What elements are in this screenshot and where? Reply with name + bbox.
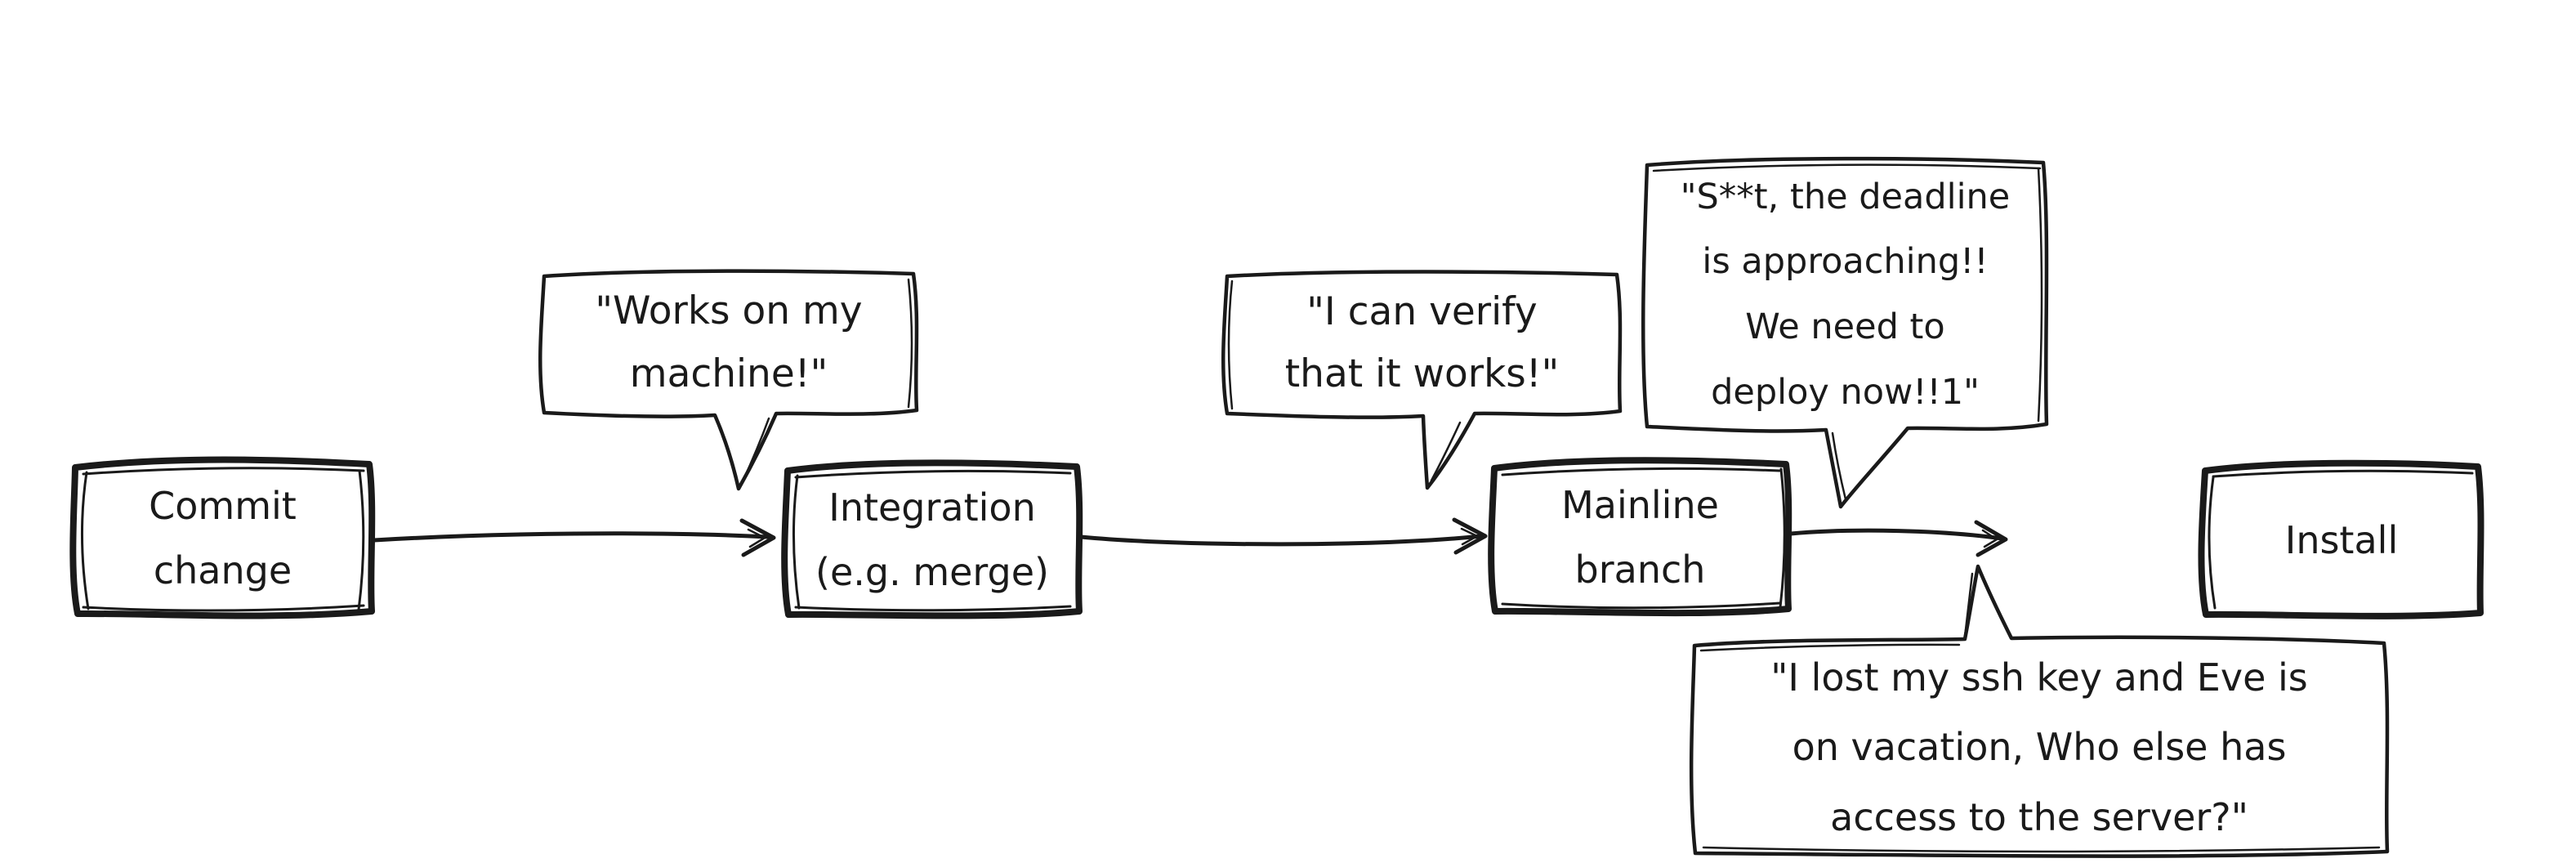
node-box-mainline-branch	[1488, 457, 1792, 617]
node-box-integration	[781, 459, 1083, 619]
arrow-integration-to-mainline	[1078, 517, 1488, 555]
node-box-install	[2198, 459, 2484, 619]
speech-bubble-deadline	[1641, 156, 2049, 509]
speech-bubble-lost-ssh-key	[1689, 564, 2390, 858]
arrow-mainline-to-install-unfinished	[1788, 520, 2008, 557]
speech-bubble-can-verify	[1221, 270, 1623, 490]
node-box-commit-change	[69, 456, 376, 619]
arrow-commit-to-integration	[372, 518, 776, 557]
speech-bubble-works-on-my-machine	[538, 269, 919, 491]
